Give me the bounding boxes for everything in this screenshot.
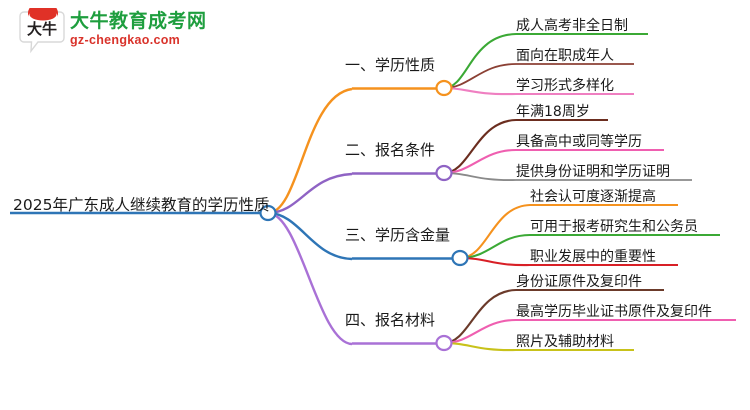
branch-label-3[interactable]: 三、学历含金量 — [345, 226, 451, 244]
leaf-label-3-3[interactable]: 职业发展中的重要性 — [530, 249, 656, 265]
logo-text-block: 大牛教育成考网 gz-chengkao.com — [70, 10, 207, 48]
link-branch-1-leaf-1 — [443, 32, 517, 90]
branch-label-1[interactable]: 一、学历性质 — [345, 56, 436, 74]
link-branch-2-leaf-1 — [443, 118, 517, 175]
logo-domain: gz-chengkao.com — [70, 33, 181, 47]
link-root-branch-2 — [267, 172, 353, 215]
leaf-label-2-1[interactable]: 年满18周岁 — [516, 104, 590, 120]
site-logo[interactable]: 大牛 大牛教育成考网 gz-chengkao.com — [18, 2, 218, 58]
branch-3-node-circle[interactable] — [451, 249, 469, 267]
leaf-label-1-2[interactable]: 面向在职成年人 — [516, 48, 614, 64]
link-branch-1-leaf-3 — [443, 86, 517, 96]
branch-label-2[interactable]: 二、报名条件 — [345, 141, 436, 159]
leaf-label-2-2[interactable]: 具备高中或同等学历 — [516, 134, 642, 150]
link-branch-2-leaf-3 — [443, 172, 517, 181]
link-root-branch-3 — [267, 211, 353, 261]
link-root-branch-4 — [267, 211, 353, 346]
root-node-circle[interactable] — [259, 204, 277, 222]
leaf-label-4-1[interactable]: 身份证原件及复印件 — [516, 274, 642, 290]
branch-2-node-circle[interactable] — [435, 164, 453, 182]
branch-4-node-circle[interactable] — [435, 334, 453, 352]
logo-site-name: 大牛教育成考网 — [70, 10, 207, 32]
leaf-label-3-1[interactable]: 社会认可度逐渐提高 — [530, 189, 656, 205]
branch-1-node-circle[interactable] — [435, 79, 453, 97]
root-node-label[interactable]: 2025年广东成人继续教育的学历性质 — [13, 196, 270, 214]
leaf-label-4-2[interactable]: 最高学历毕业证书原件及复印件 — [516, 304, 712, 320]
leaf-label-4-3[interactable]: 照片及辅助材料 — [516, 334, 614, 350]
link-root-branch-1 — [267, 87, 353, 215]
leaf-label-1-1[interactable]: 成人高考非全日制 — [516, 18, 628, 34]
link-branch-3-leaf-1 — [459, 203, 531, 260]
branch-label-4[interactable]: 四、报名材料 — [345, 311, 436, 329]
link-branch-4-leaf-1 — [443, 288, 517, 345]
leaf-label-3-2[interactable]: 可用于报考研究生和公务员 — [530, 219, 698, 235]
leaf-label-1-3[interactable]: 学习形式多样化 — [516, 78, 614, 94]
leaf-label-2-3[interactable]: 提供身份证明和学历证明 — [516, 164, 670, 180]
link-branch-3-leaf-3 — [459, 256, 531, 267]
svg-text:大牛: 大牛 — [27, 20, 57, 38]
link-branch-4-leaf-3 — [443, 341, 517, 352]
